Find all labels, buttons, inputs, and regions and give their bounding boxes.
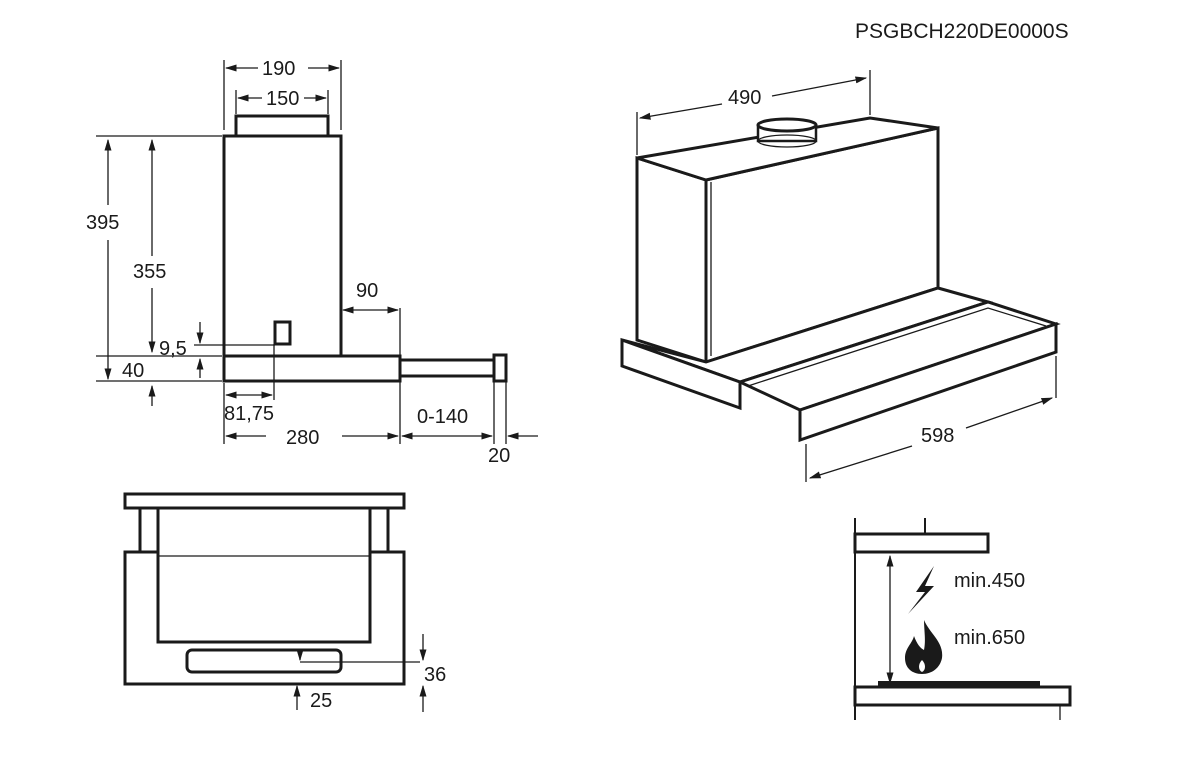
- dim-20-label: 20: [488, 445, 510, 467]
- front-top-plate: [123, 492, 406, 510]
- dim-598-label: 598: [921, 425, 954, 447]
- iso-side-panel: [635, 155, 708, 365]
- dim-150-label: 150: [266, 88, 299, 110]
- lightning-icon: [908, 566, 934, 614]
- outlet-collar: [234, 114, 330, 138]
- hood-base-side: [222, 354, 402, 383]
- front-light-slot: [185, 648, 343, 674]
- dim-280-label: 280: [286, 427, 319, 449]
- min-electric-label: min.450: [954, 570, 1025, 592]
- flame-icon: [905, 620, 943, 674]
- slide-rail: [398, 358, 498, 378]
- dim-9-5-label: 9,5: [159, 338, 187, 360]
- front-inner-panel: [156, 506, 372, 644]
- model-code: PSGBCH220DE0000S: [855, 20, 1069, 43]
- hood-body-side: [222, 134, 343, 358]
- slide-handle: [492, 353, 508, 383]
- side-view: 190 150 395 355 40 9,5 90 81,75: [86, 58, 538, 467]
- dim-90-label: 90: [356, 280, 378, 302]
- dim-490-label: 490: [728, 87, 761, 109]
- dim-25-label: 25: [310, 690, 332, 712]
- iso-base-front: [620, 337, 742, 411]
- hob-plate: [853, 685, 1072, 707]
- front-view: 36 25: [123, 492, 446, 712]
- hood-underside: [853, 532, 990, 554]
- filter-window: [273, 320, 292, 346]
- dim-355-label: 355: [133, 261, 166, 283]
- dim-36-label: 36: [424, 664, 446, 686]
- dim-40-label: 40: [122, 360, 144, 382]
- dim-190-label: 190: [262, 58, 295, 80]
- dim-0-140-label: 0-140: [417, 406, 468, 428]
- dim-81-75-label: 81,75: [224, 403, 274, 425]
- dim-395-label: 395: [86, 212, 119, 234]
- installation-view: min.450 min.650: [853, 518, 1072, 720]
- iso-view: 490 598: [620, 70, 1061, 482]
- min-gas-label: min.650: [954, 627, 1025, 649]
- iso-outlet: [756, 117, 818, 133]
